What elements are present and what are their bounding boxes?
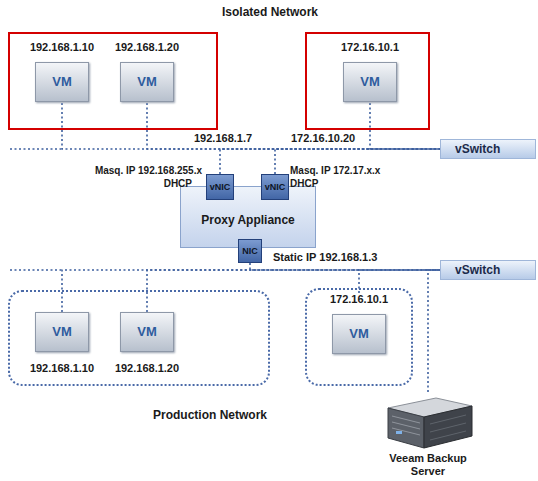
isolated-group: 192.168.1.10VM192.168.1.20VM bbox=[8, 32, 218, 130]
network-label: Masq. IP 172.17.x.x bbox=[290, 164, 440, 177]
ip-address: 172.16.10.1 bbox=[330, 293, 388, 306]
virtual-machine: VM 192.168.1.20 bbox=[112, 312, 182, 376]
network-link bbox=[62, 103, 440, 149]
vm-label: VM bbox=[36, 63, 88, 101]
bus-stub bbox=[10, 269, 61, 271]
virtual-machine: 172.16.10.1VM bbox=[324, 293, 394, 355]
ip-address: 172.16.10.1 bbox=[341, 41, 399, 54]
ip-address: 192.168.1.20 bbox=[115, 41, 179, 54]
vm-box: VM bbox=[35, 62, 89, 102]
ip-address: 192.168.1.10 bbox=[30, 362, 94, 375]
virtual-machine: 172.16.10.1VM bbox=[335, 41, 405, 103]
vswitch-label: vSwitch bbox=[441, 261, 535, 279]
bus-stub bbox=[10, 148, 61, 150]
vm-label: VM bbox=[121, 313, 173, 351]
vm-label: VM bbox=[333, 315, 385, 353]
server-illustration bbox=[382, 394, 476, 452]
ip-address: Static IP 192.168.1.3 bbox=[273, 251, 377, 264]
vm-label: VM bbox=[344, 63, 396, 101]
nic-box: vNIC bbox=[261, 174, 289, 200]
production-group: VM 192.168.1.10 VM 192.168.1.20 bbox=[8, 290, 270, 386]
ip-address: 192.168.1.7 bbox=[194, 132, 252, 145]
vm-box: VM bbox=[120, 62, 174, 102]
vm-box: VM bbox=[343, 62, 397, 102]
nic-label: NIC bbox=[239, 240, 261, 262]
nic-label: vNIC bbox=[207, 175, 233, 199]
proxy-label: Proxy Appliance bbox=[181, 214, 315, 227]
vm-box: VM bbox=[120, 312, 174, 352]
nic-box: NIC bbox=[238, 239, 262, 263]
network-label: Production Network bbox=[110, 409, 310, 422]
production-group: 172.16.10.1VM bbox=[305, 288, 413, 386]
ip-address: 192.168.1.20 bbox=[115, 362, 179, 375]
ip-address: 192.168.1.10 bbox=[30, 41, 94, 54]
virtual-machine: 192.168.1.10VM bbox=[27, 41, 97, 103]
isolated-group: 172.16.10.1VM bbox=[305, 32, 430, 130]
proxy-appliance: Proxy AppliancevNICvNICNIC bbox=[180, 186, 316, 248]
network-label: DHCP bbox=[40, 177, 192, 190]
vm-label: VM bbox=[36, 313, 88, 351]
network-link bbox=[428, 270, 440, 392]
ip-address: 172.16.10.20 bbox=[291, 132, 355, 145]
virtual-machine: VM 192.168.1.10 bbox=[27, 312, 97, 376]
virtual-machine: 192.168.1.20VM bbox=[112, 41, 182, 103]
vm-box: VM bbox=[332, 314, 386, 354]
network-link bbox=[147, 103, 440, 149]
network-label: Masq. IP 192.168.255.x bbox=[40, 164, 202, 177]
network-link bbox=[250, 263, 440, 270]
vm-box: VM bbox=[35, 312, 89, 352]
vswitch-box: vSwitch bbox=[440, 260, 536, 280]
vswitch-label: vSwitch bbox=[441, 140, 535, 158]
network-label: DHCP bbox=[290, 177, 440, 190]
vm-label: VM bbox=[121, 63, 173, 101]
server-label: Veeam Backup Server bbox=[378, 452, 478, 478]
network-label: Isolated Network bbox=[170, 6, 370, 19]
backup-server: Veeam Backup Server bbox=[378, 392, 478, 480]
nic-box: vNIC bbox=[206, 174, 234, 200]
vswitch-box: vSwitch bbox=[440, 139, 536, 159]
nic-label: vNIC bbox=[262, 175, 288, 199]
